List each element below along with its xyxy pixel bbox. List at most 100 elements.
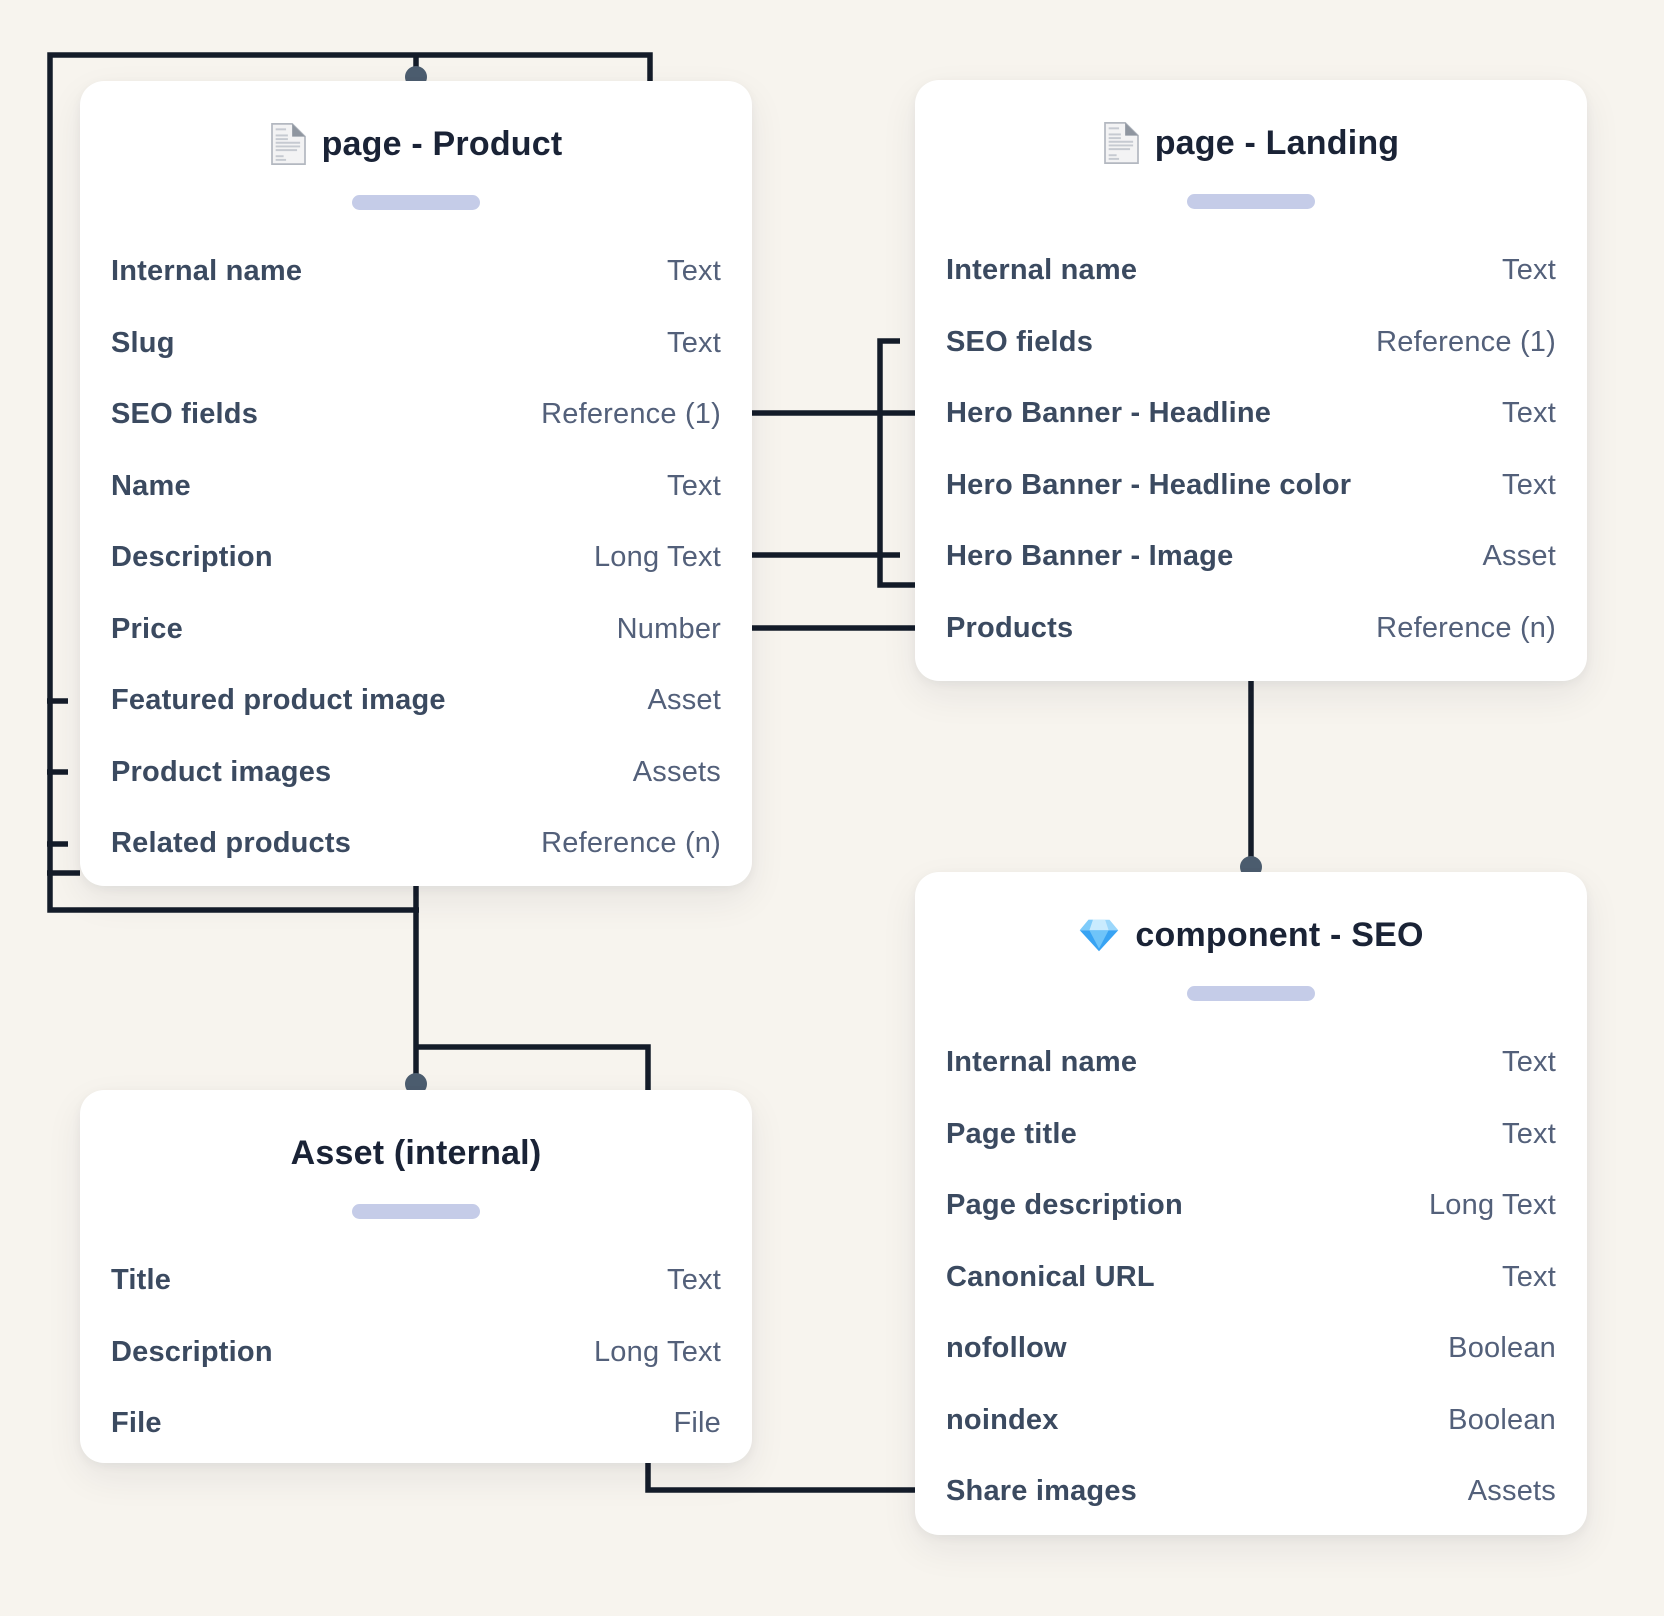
field-row[interactable]: noindex Boolean [915, 1385, 1587, 1457]
card-component-seo[interactable]: component - SEO Internal name Text Page … [915, 872, 1587, 1535]
field-row[interactable]: Title Text [80, 1245, 752, 1317]
field-row[interactable]: Share images Assets [915, 1456, 1587, 1528]
field-row[interactable]: File File [80, 1388, 752, 1460]
field-name: File [111, 1407, 162, 1440]
card-header: page - Product [80, 81, 752, 210]
field-name: Description [111, 541, 273, 574]
drag-handle-pill[interactable] [1187, 986, 1315, 1001]
field-type: Reference (n) [1376, 611, 1556, 644]
field-type: Asset [647, 684, 721, 717]
field-type: Text [667, 255, 721, 288]
field-row[interactable]: Page title Text [915, 1099, 1587, 1171]
card-title: page - Product [321, 124, 563, 163]
field-row[interactable]: Products Reference (n) [915, 593, 1587, 665]
field-row[interactable]: Canonical URL Text [915, 1242, 1587, 1314]
page-icon [270, 122, 307, 166]
field-type: Reference (1) [1376, 325, 1556, 358]
field-type: Text [1502, 1260, 1556, 1293]
field-name: Hero Banner - Headline color [946, 468, 1352, 501]
field-type: Boolean [1448, 1403, 1556, 1436]
connection-dot [405, 1073, 427, 1095]
field-name: SEO fields [111, 398, 259, 431]
field-row[interactable]: Internal name Text [915, 235, 1587, 307]
field-type: Reference (1) [541, 398, 721, 431]
field-row[interactable]: Internal name Text [80, 236, 752, 308]
field-type: Text [1502, 1117, 1556, 1150]
field-row[interactable]: Hero Banner - Image Asset [915, 521, 1587, 593]
field-name: Price [111, 612, 183, 645]
field-row[interactable]: SEO fields Reference (1) [915, 307, 1587, 379]
field-name: Internal name [111, 255, 303, 288]
field-type: Text [1502, 468, 1556, 501]
field-type: Text [1502, 1046, 1556, 1079]
field-name: SEO fields [946, 325, 1094, 358]
field-type: Text [667, 326, 721, 359]
drag-handle-pill[interactable] [1187, 194, 1315, 209]
card-page-landing[interactable]: page - Landing Internal name Text SEO fi… [915, 80, 1587, 681]
field-list: Title Text Description Long Text File Fi… [80, 1245, 752, 1460]
field-name: Products [946, 611, 1074, 644]
field-name: Related products [111, 827, 352, 860]
field-row[interactable]: Price Number [80, 594, 752, 666]
field-row[interactable]: Page description Long Text [915, 1170, 1587, 1242]
field-row[interactable]: Description Long Text [80, 1317, 752, 1389]
field-type: Long Text [593, 1335, 721, 1368]
field-type: Text [667, 469, 721, 502]
card-header: Asset (internal) [80, 1090, 752, 1219]
field-type: Boolean [1448, 1332, 1556, 1365]
field-type: Asset [1482, 540, 1556, 573]
field-row[interactable]: Hero Banner - Headline color Text [915, 450, 1587, 522]
field-name: Hero Banner - Image [946, 540, 1234, 573]
field-name: Page description [946, 1189, 1183, 1222]
field-list: Internal name Text SEO fields Reference … [915, 235, 1587, 664]
drag-handle-pill[interactable] [352, 1204, 480, 1219]
field-type: Assets [1467, 1475, 1556, 1508]
field-list: Internal name Text Page title Text Page … [915, 1027, 1587, 1528]
field-type: Text [1502, 397, 1556, 430]
field-list: Internal name Text Slug Text SEO fields … [80, 236, 752, 880]
field-row[interactable]: nofollow Boolean [915, 1313, 1587, 1385]
field-row[interactable]: Internal name Text [915, 1027, 1587, 1099]
card-title: Asset (internal) [290, 1133, 542, 1172]
card-page-product[interactable]: page - Product Internal name Text Slug T… [80, 81, 752, 886]
card-title: component - SEO [1135, 915, 1424, 954]
field-name: Hero Banner - Headline [946, 397, 1272, 430]
card-header: component - SEO [915, 872, 1587, 1001]
drag-handle-pill[interactable] [352, 195, 480, 210]
field-name: Page title [946, 1117, 1077, 1150]
card-header: page - Landing [915, 80, 1587, 209]
field-row[interactable]: Name Text [80, 451, 752, 523]
field-row[interactable]: Related products Reference (n) [80, 808, 752, 880]
field-row[interactable]: Hero Banner - Headline Text [915, 378, 1587, 450]
field-name: nofollow [946, 1332, 1067, 1365]
field-row[interactable]: Slug Text [80, 308, 752, 380]
field-type: Long Text [593, 541, 721, 574]
field-row[interactable]: Product images Assets [80, 737, 752, 809]
field-name: Share images [946, 1475, 1137, 1508]
field-row[interactable]: Featured product image Asset [80, 665, 752, 737]
field-type: Long Text [1428, 1189, 1556, 1222]
field-name: Name [111, 469, 191, 502]
card-title: page - Landing [1154, 123, 1400, 162]
field-name: Internal name [946, 254, 1138, 287]
field-name: Title [111, 1264, 172, 1297]
field-name: Featured product image [111, 684, 446, 717]
field-row[interactable]: Description Long Text [80, 522, 752, 594]
field-name: Product images [111, 755, 332, 788]
page-icon [1103, 121, 1140, 165]
field-name: Description [111, 1335, 273, 1368]
field-type: Assets [632, 755, 721, 788]
field-type: File [673, 1407, 721, 1440]
field-row[interactable]: SEO fields Reference (1) [80, 379, 752, 451]
field-type: Text [667, 1264, 721, 1297]
field-name: Canonical URL [946, 1260, 1155, 1293]
field-type: Reference (n) [541, 827, 721, 860]
card-asset-internal[interactable]: Asset (internal) Title Text Description … [80, 1090, 752, 1463]
field-type: Text [1502, 254, 1556, 287]
field-name: Internal name [946, 1046, 1138, 1079]
field-name: Slug [111, 326, 175, 359]
field-type: Number [616, 612, 721, 645]
diamond-icon [1078, 917, 1120, 954]
